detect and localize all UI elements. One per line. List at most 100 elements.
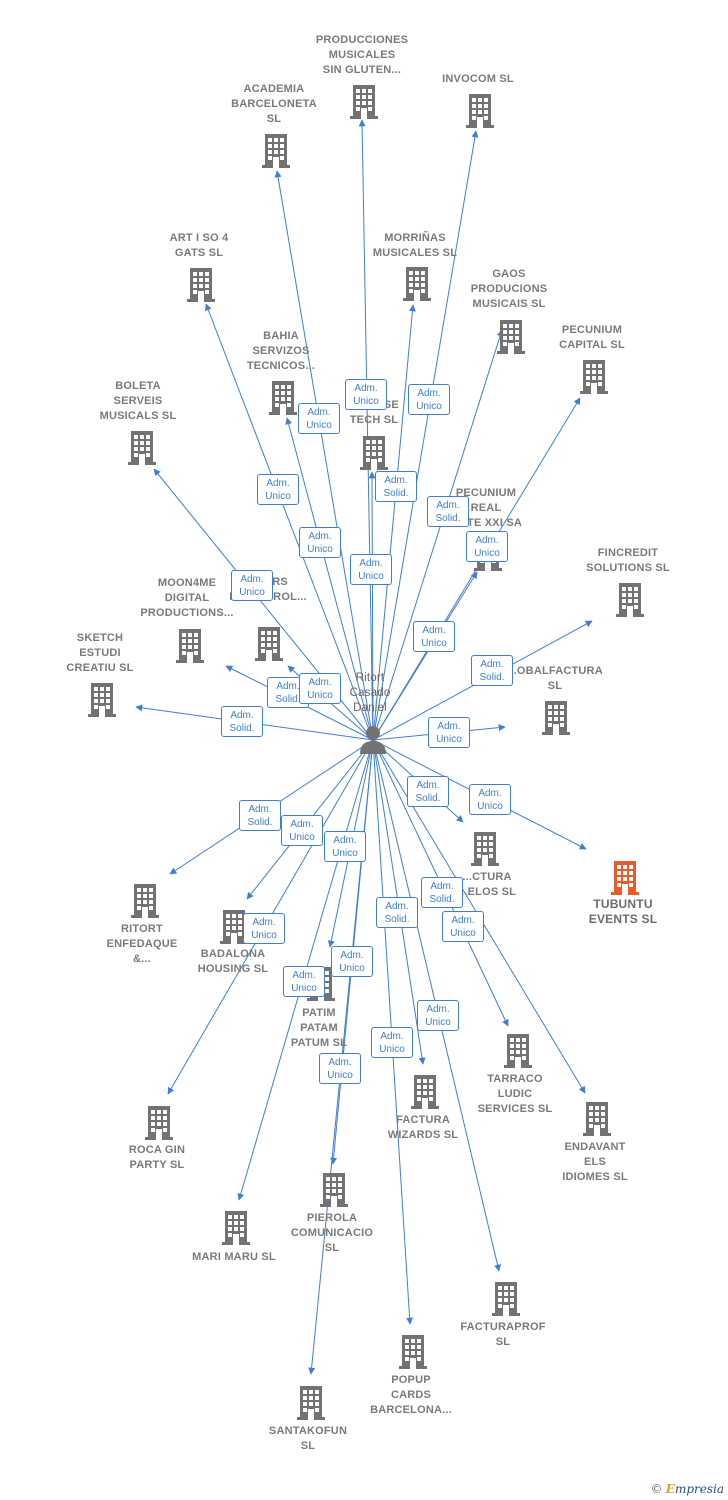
edge-line-bahia	[285, 417, 374, 741]
building-icon[interactable]	[297, 1386, 325, 1420]
edge-line-artiso	[204, 303, 374, 741]
building-icon[interactable]	[504, 1034, 532, 1068]
role-badge-sketch[interactable]: Adm. Solid.	[221, 706, 263, 737]
role-badge-invocom[interactable]: Adm. Unico	[408, 384, 450, 415]
company-label-popup[interactable]: POPUP CARDS BARCELONA...	[370, 1374, 452, 1416]
building-icon[interactable]	[616, 583, 644, 617]
role-badge-gaos[interactable]: Adm. Solid.	[427, 496, 469, 527]
company-label-bahia[interactable]: BAHIA SERVIZOS TECNICOS...	[246, 330, 316, 372]
role-badge-endavant[interactable]: Adm. Unico	[442, 911, 484, 942]
company-label-pecunium_capital[interactable]: PECUNIUM CAPITAL SL	[559, 324, 625, 351]
edge-line-pecunium_real	[372, 571, 478, 741]
brand-rest: mpresia	[674, 1482, 724, 1496]
building-icon[interactable]	[360, 436, 388, 470]
center-person-label: Ritort Casado Daniel	[349, 672, 391, 714]
company-label-factura_modelos[interactable]: ...CTURA ...ELOS SL	[457, 871, 517, 898]
person-icon[interactable]	[360, 726, 386, 754]
company-label-facturaprof[interactable]: FACTURAPROF SL	[460, 1321, 546, 1348]
role-badge-ritort[interactable]: Adm. Solid.	[239, 800, 281, 831]
role-badge-producciones[interactable]: Adm. Unico	[345, 379, 387, 410]
edge-line-producciones	[358, 119, 374, 741]
building-icon[interactable]	[255, 627, 283, 661]
role-badge-santakofun[interactable]: Adm. Unico	[319, 1053, 361, 1084]
role-badge-bahia[interactable]: Adm. Unico	[299, 527, 341, 558]
building-icon[interactable]	[411, 1075, 439, 1109]
role-badge-house[interactable]: Adm. Unico	[350, 554, 392, 585]
role-badge-fincredit[interactable]: Adm. Solid.	[471, 655, 513, 686]
company-label-invocom[interactable]: INVOCOM SL	[442, 73, 514, 85]
edge-line-academia	[274, 170, 374, 741]
company-label-academia[interactable]: ACADEMIA BARCELONETA SL	[231, 83, 317, 125]
company-label-santakofun[interactable]: SANTAKOFUN SL	[268, 1425, 348, 1452]
role-badge-artiso[interactable]: Adm. Unico	[257, 474, 299, 505]
company-label-fincredit[interactable]: FINCREDIT SOLUTIONS SL	[586, 547, 670, 574]
company-label-gaos[interactable]: GAOS PRODUCIONS MUSICAIS SL	[470, 268, 548, 310]
building-icon[interactable]	[542, 701, 570, 735]
role-badge-pierola[interactable]: Adm. Unico	[283, 966, 325, 997]
company-label-patim[interactable]: PATIM PATAM PATUM SL	[290, 1007, 348, 1049]
building-icon[interactable]	[269, 381, 297, 415]
building-icon[interactable]	[580, 360, 608, 394]
brand-initial: E	[665, 1482, 675, 1496]
building-icon[interactable]	[131, 884, 159, 918]
role-badge-popup[interactable]: Adm. Unico	[371, 1027, 413, 1058]
footer-copyright: © Empresia	[650, 1482, 724, 1496]
role-badge-mari[interactable]: Adm. Unico	[331, 946, 373, 977]
edge-line-morrinas	[372, 304, 416, 741]
role-badge-tarraco[interactable]: Adm. Solid.	[376, 897, 418, 928]
company-label-boleta[interactable]: BOLETA SERVEIS MUSICALS SL	[99, 380, 177, 422]
brand-logo[interactable]: Empresia	[666, 1482, 724, 1496]
company-label-roca[interactable]: ROCA GIN PARTY SL	[128, 1144, 186, 1171]
company-label-globalfactura[interactable]: ...OBALFACTURA SL	[507, 665, 603, 692]
role-badge-factura_wizards[interactable]: Adm. Solid.	[421, 877, 463, 908]
building-icon[interactable]	[466, 94, 494, 128]
company-label-mari[interactable]: MARI MARU SL	[192, 1251, 276, 1263]
role-badge-pecunium_real[interactable]: Adm. Unico	[413, 621, 455, 652]
company-label-sketch[interactable]: SKETCH ESTUDI CREATIU SL	[66, 632, 134, 674]
role-badge-morrinas[interactable]: Adm. Solid.	[375, 471, 417, 502]
role-badge-facturaprof[interactable]: Adm. Unico	[417, 1000, 459, 1031]
company-label-endavant[interactable]: ENDAVANT ELS IDIOMES SL	[562, 1141, 628, 1183]
building-icon[interactable]	[471, 832, 499, 866]
building-icon[interactable]	[350, 85, 378, 119]
role-badge-pecunium_capital[interactable]: Adm. Unico	[466, 531, 508, 562]
edge-line-gaos	[372, 329, 504, 741]
company-label-artiso[interactable]: ART I SO 4 GATS SL	[169, 232, 229, 259]
role-badge-roca[interactable]: Adm. Unico	[243, 913, 285, 944]
edge-line-house	[368, 471, 376, 741]
building-icon[interactable]	[176, 629, 204, 663]
role-badge-boleta[interactable]: Adm. Unico	[231, 570, 273, 601]
company-label-badalona[interactable]: BADALONA HOUSING SL	[197, 948, 269, 975]
role-badge-tubuntu[interactable]: Adm. Unico	[469, 784, 511, 815]
role-badge-badalona[interactable]: Adm. Unico	[281, 815, 323, 846]
role-badge-patim[interactable]: Adm. Unico	[324, 831, 366, 862]
company-label-factura_wizards[interactable]: FACTURA WIZARDS SL	[387, 1114, 459, 1141]
company-label-tarraco[interactable]: TARRACO LUDIC SERVICES SL	[477, 1073, 553, 1115]
role-badge-academia[interactable]: Adm. Unico	[298, 403, 340, 434]
copyright-symbol: ©	[650, 1482, 663, 1496]
building-icon[interactable]	[399, 1335, 427, 1369]
building-icon[interactable]	[128, 431, 156, 465]
company-label-producciones[interactable]: PRODUCCIONES MUSICALES SIN GLUTEN...	[315, 34, 409, 76]
building-icon[interactable]	[88, 683, 116, 717]
company-label-moon4me[interactable]: MOON4ME DIGITAL PRODUCTIONS...	[140, 577, 234, 619]
company-label-tubuntu[interactable]: TUBUNTU EVENTS SL	[588, 897, 658, 926]
building-icon[interactable]	[403, 267, 431, 301]
company-label-ritort[interactable]: RITORT ENFEDAQUE &...	[106, 923, 178, 965]
company-label-pierola[interactable]: PIEROLA COMUNICACIO SL	[290, 1212, 374, 1254]
role-badge-factura_modelos[interactable]: Adm. Solid.	[407, 776, 449, 807]
role-badge-globalfactura[interactable]: Adm. Unico	[428, 717, 470, 748]
building-icon[interactable]	[187, 268, 215, 302]
building-icon[interactable]	[262, 134, 290, 168]
building-icon[interactable]	[145, 1106, 173, 1140]
company-label-morrinas[interactable]: MORRIÑAS MUSICALES SL	[372, 232, 458, 259]
building-icon[interactable]	[320, 1173, 348, 1207]
building-icon[interactable]	[611, 861, 639, 895]
role-badge-masters[interactable]: Adm. Unico	[299, 673, 341, 704]
icons-layer	[88, 85, 644, 1420]
building-icon[interactable]	[222, 1211, 250, 1245]
building-icon[interactable]	[492, 1282, 520, 1316]
edge-line-invocom	[372, 130, 479, 741]
